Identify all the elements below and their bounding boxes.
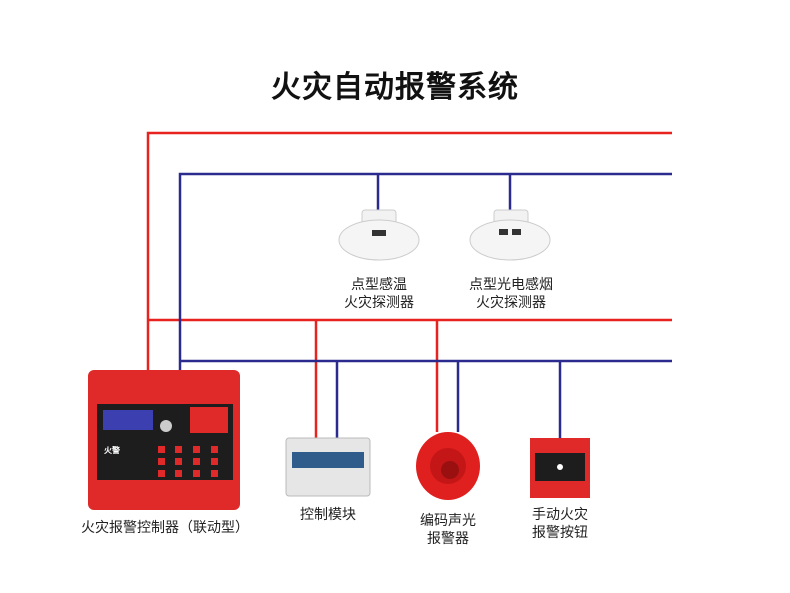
power-lines — [146, 131, 672, 438]
control-module-label: 控制模块 — [300, 507, 356, 523]
manual-call-point-label: 手动火灾 报警按钮 — [512, 506, 608, 542]
manual-call-point-label-line1: 手动火灾 — [532, 507, 588, 523]
control-module-icon — [285, 437, 371, 497]
smoke-detector-label: 点型光电感烟 火灾探测器 — [450, 276, 572, 312]
power-bus-top — [146, 131, 672, 372]
signal-bus-top — [178, 172, 672, 372]
controller-label: 火灾报警控制器（联动型） — [81, 520, 249, 536]
sounder-strobe-icon — [416, 432, 480, 500]
manual-call-point-label-line2: 报警按钮 — [532, 525, 588, 541]
sounder-strobe-label-line2: 报警器 — [427, 531, 469, 547]
fire-alarm-controller-icon — [88, 370, 240, 510]
smoke-detector-icon — [469, 209, 551, 261]
smoke-detector-label-line1: 点型光电感烟 — [469, 277, 553, 293]
smoke-detector-label-line2: 火灾探测器 — [476, 295, 546, 311]
sounder-strobe-label-line1: 编码声光 — [420, 513, 476, 529]
heat-detector-label-line2: 火灾探测器 — [344, 295, 414, 311]
signal-lines — [178, 172, 672, 440]
controller-panel-text: 火警 — [104, 446, 120, 455]
sounder-strobe-label: 编码声光 报警器 — [400, 512, 496, 548]
heat-detector-label: 点型感温 火灾探测器 — [320, 276, 438, 312]
heat-detector-icon — [338, 209, 420, 261]
manual-call-point-icon — [530, 438, 590, 498]
diagram-title: 火灾自动报警系统 — [271, 70, 519, 105]
heat-detector-label-line1: 点型感温 — [351, 277, 407, 293]
